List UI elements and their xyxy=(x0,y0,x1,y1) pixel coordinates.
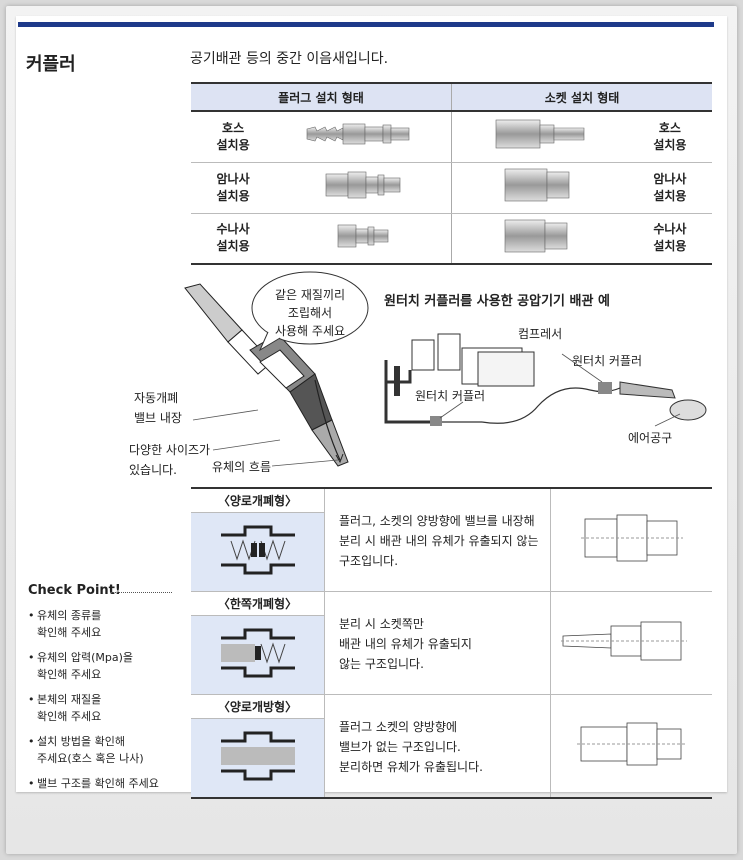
table-row: 〈양로개방형〉 플러그 소켓의 양방향에 밸브가 없는 구조입니다. 분리하면 … xyxy=(191,694,712,799)
schematic-cell: 〈한쪽개폐형〉 xyxy=(191,591,325,695)
row-label: 수나사 설치용 xyxy=(627,213,712,265)
section-subtitle: 공기배관 등의 중간 이음새입니다. xyxy=(190,51,389,67)
double-shutoff-schematic xyxy=(221,525,295,575)
schematic-cell: 〈양로개방형〉 xyxy=(191,694,325,799)
valve-type-description: 분리 시 소켓쪽만 배관 내의 유체가 유출되지 않는 구조입니다. xyxy=(324,591,551,695)
row-label: 암나사 설치용 xyxy=(191,162,276,214)
straight-through-schematic xyxy=(221,731,295,781)
table-row: 〈양로개폐형〉 플러그, 소켓의 양방향에 밸브를 내장해 분리 시 배관 내의… xyxy=(191,487,712,592)
check-point-list: 유체의 종류를 확인해 주세요 유체의 압력(Mpa)을 확인해 주세요 본체의… xyxy=(28,607,178,800)
install-type-table: 플러그 설치 형태 소켓 설치 형태 호스 설치용 호스 설치용 암나사 설치용 xyxy=(191,82,712,265)
row-label: 호스 설치용 xyxy=(191,111,276,163)
valve-type-head: 〈양로개방형〉 xyxy=(191,695,324,719)
label-valve: 자동개폐 밸브 내장 xyxy=(134,391,182,425)
piping-example-title: 원터치 커플러를 사용한 공압기기 배관 예 xyxy=(384,294,610,309)
valve-type-head: 〈양로개폐형〉 xyxy=(191,489,324,513)
check-point-divider xyxy=(110,592,172,593)
list-item: 유체의 종류를 확인해 주세요 xyxy=(28,607,178,641)
male-thread-plug-image xyxy=(275,213,452,265)
table-row: 〈한쪽개폐형〉 분리 시 소켓쪽만 배관 내의 유체가 유출되지 않는 구조입니… xyxy=(191,591,712,695)
valve-type-drawing xyxy=(550,591,712,695)
single-shutoff-schematic xyxy=(221,628,295,678)
check-point-title: Check Point! xyxy=(28,583,121,598)
row-label: 호스 설치용 xyxy=(627,111,712,163)
coupler-cutaway-diagram xyxy=(184,271,369,467)
schematic-cell: 〈양로개폐형〉 xyxy=(191,487,325,592)
list-item: 설치 방법을 확인해 주세요(호스 혹은 나사) xyxy=(28,733,178,767)
valve-type-description: 플러그 소켓의 양방향에 밸브가 없는 구조입니다. 분리하면 유체가 유출됩니… xyxy=(324,694,551,799)
label-sizes: 다양한 사이즈가 있습니다. xyxy=(129,443,211,477)
valve-type-head: 〈한쪽개폐형〉 xyxy=(191,592,324,616)
table-row: 암나사 설치용 암나사 설치용 xyxy=(191,162,712,214)
header-socket: 소켓 설치 형태 xyxy=(450,82,712,112)
accent-bar xyxy=(18,22,714,27)
valve-type-description: 플러그, 소켓의 양방향에 밸브를 내장해 분리 시 배관 내의 유체가 유출되… xyxy=(324,487,551,592)
speech-bubble: 같은 재질끼리 조립해서 사용해 주세요 xyxy=(274,288,346,338)
label-compressor: 컴프레서 xyxy=(518,327,563,341)
label-flow: 유체의 흐름 xyxy=(212,460,272,474)
list-item: 밸브 구조를 확인해 주세요 xyxy=(28,775,178,792)
female-thread-socket-image xyxy=(451,162,628,214)
valve-type-drawing xyxy=(550,694,712,799)
female-thread-plug-image xyxy=(275,162,452,214)
label-coupler-b: 원터치 커플러 xyxy=(415,389,486,403)
list-item: 유체의 압력(Mpa)을 확인해 주세요 xyxy=(28,649,178,683)
valve-type-drawing xyxy=(550,487,712,592)
valve-type-table: 〈양로개폐형〉 플러그, 소켓의 양방향에 밸브를 내장해 분리 시 배관 내의… xyxy=(191,487,712,799)
label-coupler-a: 원터치 커플러 xyxy=(572,354,643,368)
list-item: 본체의 재질을 확인해 주세요 xyxy=(28,691,178,725)
row-label: 암나사 설치용 xyxy=(627,162,712,214)
hose-plug-image xyxy=(275,111,452,163)
row-label: 수나사 설치용 xyxy=(191,213,276,265)
section-title: 커플러 xyxy=(26,54,76,75)
table-row: 호스 설치용 호스 설치용 xyxy=(191,111,712,163)
male-thread-socket-image xyxy=(451,213,628,265)
piping-example-diagram xyxy=(384,333,707,427)
header-plug: 플러그 설치 형태 xyxy=(191,82,452,112)
table-row: 수나사 설치용 수나사 설치용 xyxy=(191,213,712,265)
label-air-tool: 에어공구 xyxy=(628,431,673,445)
hose-socket-image xyxy=(451,111,628,163)
